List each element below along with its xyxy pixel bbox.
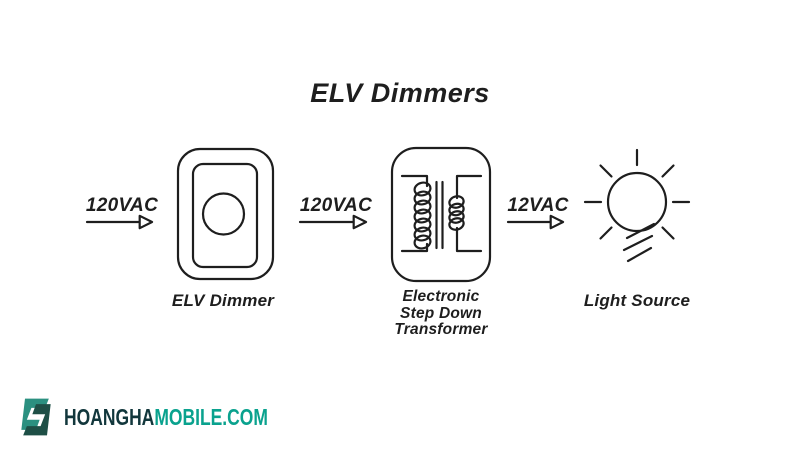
transformer-caption: Electronic Step Down Transformer xyxy=(341,288,541,339)
dimmer-caption: ELV Dimmer xyxy=(171,291,275,310)
diagram-title: ELV Dimmers xyxy=(310,78,490,108)
dimmer-icon xyxy=(176,147,275,281)
logo-icon xyxy=(21,398,51,436)
brand-text: HOANGHAMOBILE.COM xyxy=(64,404,268,431)
light-bulb-icon xyxy=(583,148,691,263)
transformer-caption-line-2: Step Down xyxy=(400,304,482,322)
transformer-caption-line-1: Electronic xyxy=(402,288,480,305)
transformer-icon xyxy=(390,146,492,283)
transformer-caption-line-3: Transformer xyxy=(394,321,488,338)
brand-text-primary: HOANGHA xyxy=(64,403,155,430)
voltage-label-1: 120VAC xyxy=(85,195,159,216)
light-source-caption: Light Source xyxy=(583,291,691,310)
voltage-label-2: 120VAC xyxy=(299,195,373,216)
brand-text-secondary: MOBILE.COM xyxy=(154,403,268,430)
brand-logo: HOANGHAMOBILE.COM xyxy=(14,395,332,439)
voltage-label-3: 12VAC xyxy=(507,195,569,216)
